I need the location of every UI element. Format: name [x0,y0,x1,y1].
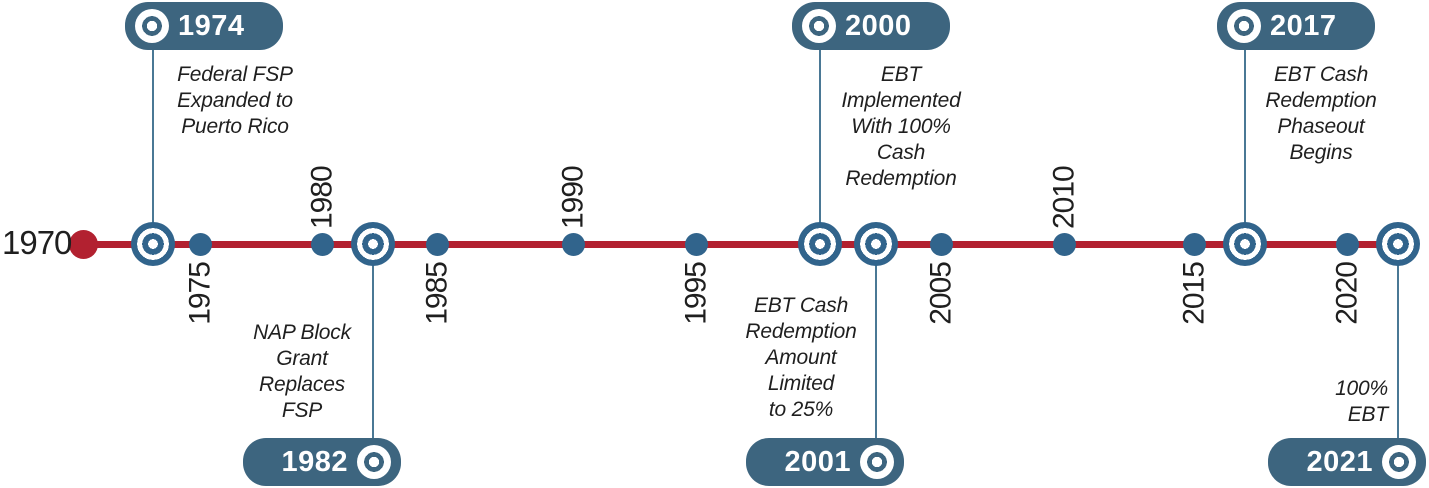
tick-dot [1182,232,1206,256]
event-connector [1244,46,1246,244]
event-description-line: Replaces [259,373,345,397]
event-bullseye-marker [798,222,842,266]
badge-year-label: 1974 [178,9,245,42]
badge-year-label: 2000 [845,9,912,42]
event-description-line: Amount [765,346,837,370]
event-description-line: Expanded to [177,89,293,113]
tick-year-label: 1985 [420,262,454,325]
event-bullseye-marker [131,222,175,266]
start-dot [68,229,98,259]
tick-year-label: 2010 [1047,166,1081,229]
target-icon [802,9,836,43]
badge-year-label: 2017 [1270,9,1337,42]
event-connector [1397,244,1399,440]
target-icon [1382,445,1416,479]
tick-dot [929,232,953,256]
event-connector [875,244,877,440]
badge-year-label: 2021 [1306,445,1373,478]
target-icon [860,445,894,479]
tick-dot [561,232,585,256]
event-description-line: EBT Cash [753,294,849,317]
event-bullseye-marker [1376,222,1420,266]
tick-year-label: 1980 [305,166,339,229]
event-description-line: EBT [1347,403,1388,427]
event-connector [372,244,374,440]
tick-dot [1335,232,1359,256]
event-description-line: NAP Block [253,321,351,344]
event-badge: 2000 [792,2,950,50]
event-description-line: Limited [767,372,835,396]
event-description-line: Redemption [745,320,857,344]
badge-year-label: 1982 [281,445,348,478]
tick-year-label: 2015 [1177,262,1211,325]
target-icon [135,9,169,43]
tick-dot [684,232,708,256]
event-description-line: Cash [876,141,926,165]
event-bullseye-marker [1223,222,1267,266]
event-badge: 1974 [125,2,283,50]
badge-year-label: 2001 [784,445,851,478]
event-description-line: With 100% [851,115,951,139]
event-description-line: Redemption [1265,89,1377,113]
event-description-line: Puerto Rico [181,115,289,139]
tick-year-label: 2005 [924,262,958,325]
tick-year-label: 1995 [679,262,713,325]
event-description-line: Federal FSP [177,63,293,86]
target-icon [357,445,391,479]
target-icon [1227,9,1261,43]
event-description-line: Begins [1289,141,1353,165]
tick-dot [1052,232,1076,256]
timeline-axis [83,240,1398,248]
event-badge: 2017 [1217,2,1375,50]
tick-dot [188,232,212,256]
event-description-line: Redemption [845,167,957,191]
event-badge: 2021 [1268,438,1426,486]
event-description-line: FSP [281,399,323,423]
event-description-line: to 25% [768,398,834,422]
tick-dot [425,232,449,256]
tick-year-label: 1990 [556,166,590,229]
tick-year-label: 2020 [1330,262,1364,325]
start-year-label: 1970 [2,224,72,261]
tick-year-label: 1975 [183,262,217,325]
event-bullseye-marker [351,222,395,266]
event-description-line: Grant [276,347,328,371]
tick-dot [310,232,334,256]
event-description-line: EBT [880,63,922,86]
event-connector [819,46,821,244]
event-description-line: Implemented [841,89,961,113]
event-bullseye-marker [854,222,898,266]
event-badge: 1982 [243,438,401,486]
event-badge: 2001 [746,438,904,486]
event-description-line: EBT Cash [1273,63,1369,86]
event-connector [152,46,154,244]
event-description: 100% EBT [1335,376,1388,428]
event-description-line: Phaseout [1277,115,1365,139]
event-description-line: 100% [1335,377,1388,400]
